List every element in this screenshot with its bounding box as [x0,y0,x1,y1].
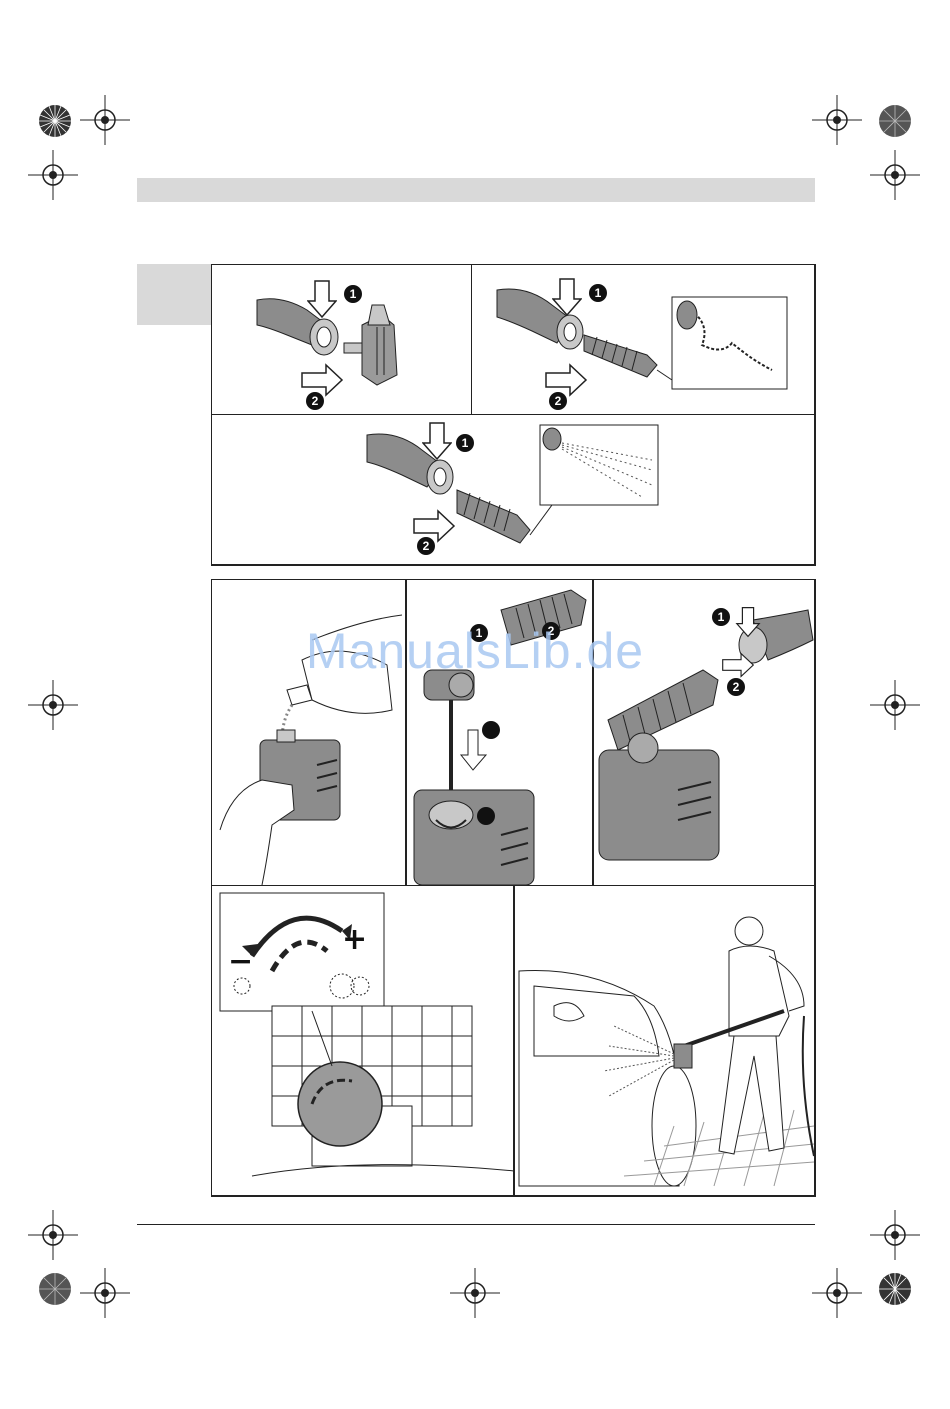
press-arrow-icon [307,279,337,319]
push-arrow-icon [412,509,456,543]
registration-mark-icon [870,150,920,200]
color-starburst-icon [878,104,912,138]
registration-mark-icon [812,95,862,145]
step-two-badge: 2 [306,392,324,410]
rotary-nozzle-illustration [472,265,815,414]
color-starburst-icon [38,104,72,138]
registration-mark-icon [80,1268,130,1318]
color-starburst-icon [38,1272,72,1306]
step-two-badge: 2 [417,537,435,555]
registration-mark-icon [28,680,78,730]
dial-plus-label: + [342,922,367,957]
registration-mark-icon [28,1210,78,1260]
chapter-tab [137,264,212,325]
panel-spray-nozzle: 1 2 [211,414,816,566]
step-two-badge: 2 [549,392,567,410]
step-one-badge: 1 [344,285,362,303]
registration-mark-icon [870,680,920,730]
panel-washing-car [513,885,816,1197]
registration-mark-icon [28,150,78,200]
watermark: ManualsLib.de [0,622,950,680]
figure-nozzle-attachment: 1 2 1 2 [211,264,815,565]
step-one-badge: 1 [456,434,474,452]
registration-mark-icon [80,95,130,145]
header-band [137,178,815,202]
press-arrow-icon [422,421,452,461]
dial-minus-label: − [228,944,253,979]
registration-mark-icon [450,1268,500,1318]
spray-nozzle-illustration [212,415,815,565]
washing-car-illustration [514,886,815,1196]
panel-fan-nozzle: 1 2 [211,264,472,415]
push-arrow-icon [300,363,344,397]
footer-rule [137,1224,815,1225]
color-starburst-icon [878,1272,912,1306]
registration-mark-icon [812,1268,862,1318]
panel-dosing-dial: − + [211,885,515,1197]
registration-mark-icon [870,1210,920,1260]
step-two-badge: 2 [727,678,745,696]
push-arrow-icon [544,363,588,397]
press-arrow-icon [552,277,582,317]
panel-rotary-nozzle: 1 2 [471,264,816,415]
step-one-badge: 1 [589,284,607,302]
